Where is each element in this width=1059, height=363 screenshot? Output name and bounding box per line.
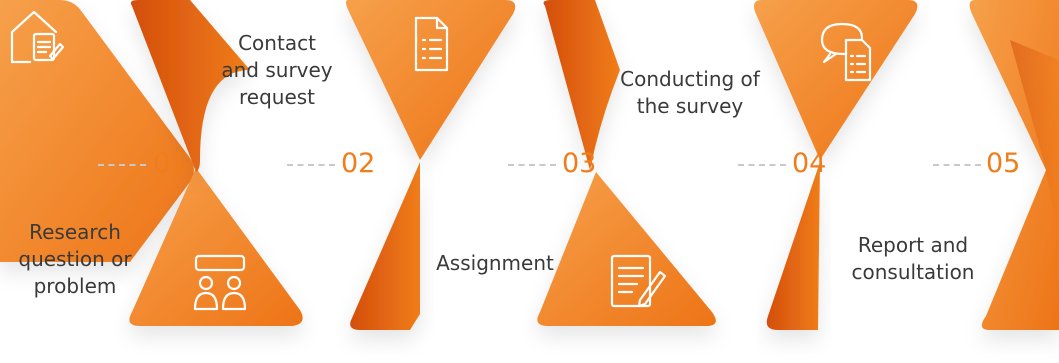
- step-5-dash: [933, 164, 981, 166]
- step-5-label-line-2: consultation: [851, 260, 975, 284]
- step-1-down-triangle: [129, 168, 303, 326]
- step-2-up-chevron: [130, 0, 250, 172]
- step-4-label-line-1: Conducting of: [620, 67, 760, 91]
- step-4-label-line-2: the survey: [636, 94, 744, 118]
- step-2-dash: [287, 164, 335, 166]
- step-4-dash: [738, 164, 786, 166]
- step-2-label-line-2: and survey: [221, 58, 333, 82]
- step-3-dash: [508, 164, 556, 166]
- meeting-people-icon: [193, 254, 247, 311]
- step-1-label-line-3: problem: [33, 274, 117, 298]
- step-1-dash: [98, 164, 146, 166]
- step-1-label-line-1: Research: [29, 220, 121, 244]
- chat-document-icon: [820, 22, 872, 82]
- step-3-number: 03: [562, 148, 597, 179]
- step-5-shade: [1010, 40, 1059, 240]
- step-3-down-triangle: [537, 172, 716, 326]
- step-2-label: Contact and survey request: [212, 30, 342, 111]
- step-2-top-panel: [345, 0, 516, 160]
- step-5-label: Report and consultation: [838, 232, 988, 286]
- step-4-label: Conducting of the survey: [605, 66, 775, 120]
- step-2-label-line-3: request: [238, 85, 316, 109]
- step-2-number: 02: [341, 148, 376, 179]
- document-pen-icon: [610, 254, 667, 308]
- step-3-label-line-1: Assignment: [436, 251, 554, 275]
- step-3-up-chevron: [543, 0, 620, 170]
- step-5-number: 05: [986, 148, 1021, 179]
- step-2-label-line-1: Contact: [238, 31, 316, 55]
- step-4-top-panel: [754, 0, 918, 160]
- step-1-label: Research question or problem: [0, 219, 150, 300]
- step-1-number: 01: [153, 148, 188, 179]
- house-document-icon: [10, 10, 65, 64]
- step-3-label: Assignment: [420, 250, 570, 277]
- document-list-icon: [414, 16, 449, 72]
- step-2-lower-chevron: [350, 162, 420, 330]
- step-4-number: 04: [792, 148, 827, 179]
- step-4-lower-chevron: [766, 162, 820, 330]
- step-1-left-panel: [0, 0, 194, 262]
- step-5-label-line-1: Report and: [857, 233, 969, 257]
- step-1-label-line-2: question or: [18, 247, 132, 271]
